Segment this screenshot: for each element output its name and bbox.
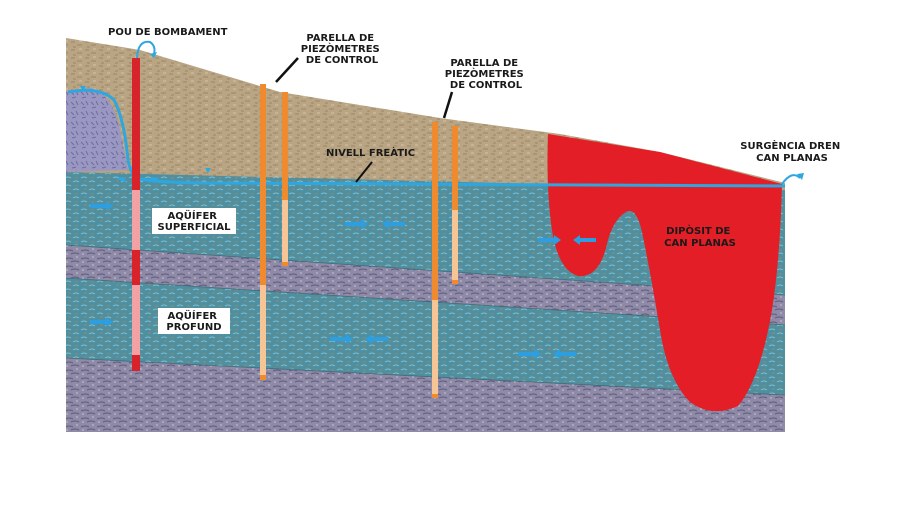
aquitard-upper-layer [66,245,785,325]
piezometer-1b [282,92,288,266]
deposit-label: DIPÒSIT DE CAN PLANAS [664,224,736,249]
water-table-leader-line [355,161,373,183]
flow-arrow-icon [518,349,541,359]
surface-aquifer-label-box [152,208,236,234]
pump-well-screen-lower [132,285,140,355]
piezometer-2b [452,126,458,284]
drain-outlet-arrow-icon [781,174,801,185]
surface-aquifer-label: AQÜÍFER SUPERFICIAL [158,208,232,233]
aquitard-lower-layer [66,358,785,432]
flow-arrow-icon [573,235,596,245]
piezometer-2b-screen [452,210,458,280]
piezo-1-leader-line [275,57,299,83]
pump-well-screen-upper [132,190,140,250]
water-table-label: NIVELL FREÀTIC [326,146,415,159]
piezometer-1b-screen [282,200,288,262]
pump-discharge-arrow-icon [136,40,156,59]
drain-label: SURGÈNCIA DREN CAN PLANAS [740,139,843,164]
flow-arrow-icon [553,349,576,359]
piezo-2-leader-line [442,91,454,119]
flow-arrow-icon [365,334,388,344]
pump-discharge-arrowhead-icon [150,52,157,58]
drain-outlet-arrowhead-icon [797,173,804,180]
deep-aquifer-label-box [158,308,230,334]
flow-arrow-icon [345,219,368,229]
flow-arrow-icon [90,317,113,327]
flow-arrow-icon [90,201,113,211]
piezometer-2a-screen [432,300,438,394]
well-inflow-arrow-icon [115,177,127,183]
piezo-pair-1-label: PARELLA DE PIEZÒMETRES DE CONTROL [301,33,383,66]
piezometer-1a-screen [260,285,266,375]
left-bedrock-zone [66,88,128,172]
piezometer-1a [260,84,266,380]
pump-well-label: POU DE BOMBAMENT [108,27,228,38]
deep-aquifer-label: AQÜÍFER PROFUND [166,308,221,333]
flow-arrow-icon [382,219,405,229]
water-table-marker-icon [205,168,211,173]
deep-aquifer-layer [66,278,785,395]
flow-arrow-icon [538,235,561,245]
piezo-pair-2-label: PARELLA DE PIEZÒMETRES DE CONTROL [445,58,527,91]
flow-arrow-icon [330,334,353,344]
piezometer-2a [432,122,438,398]
well-inflow-arrow-icon [148,177,160,183]
flow-arrows [90,201,596,359]
water-table-marker-icon [80,86,86,91]
can-planas-deposit [547,134,782,412]
water-table-line [67,88,786,188]
